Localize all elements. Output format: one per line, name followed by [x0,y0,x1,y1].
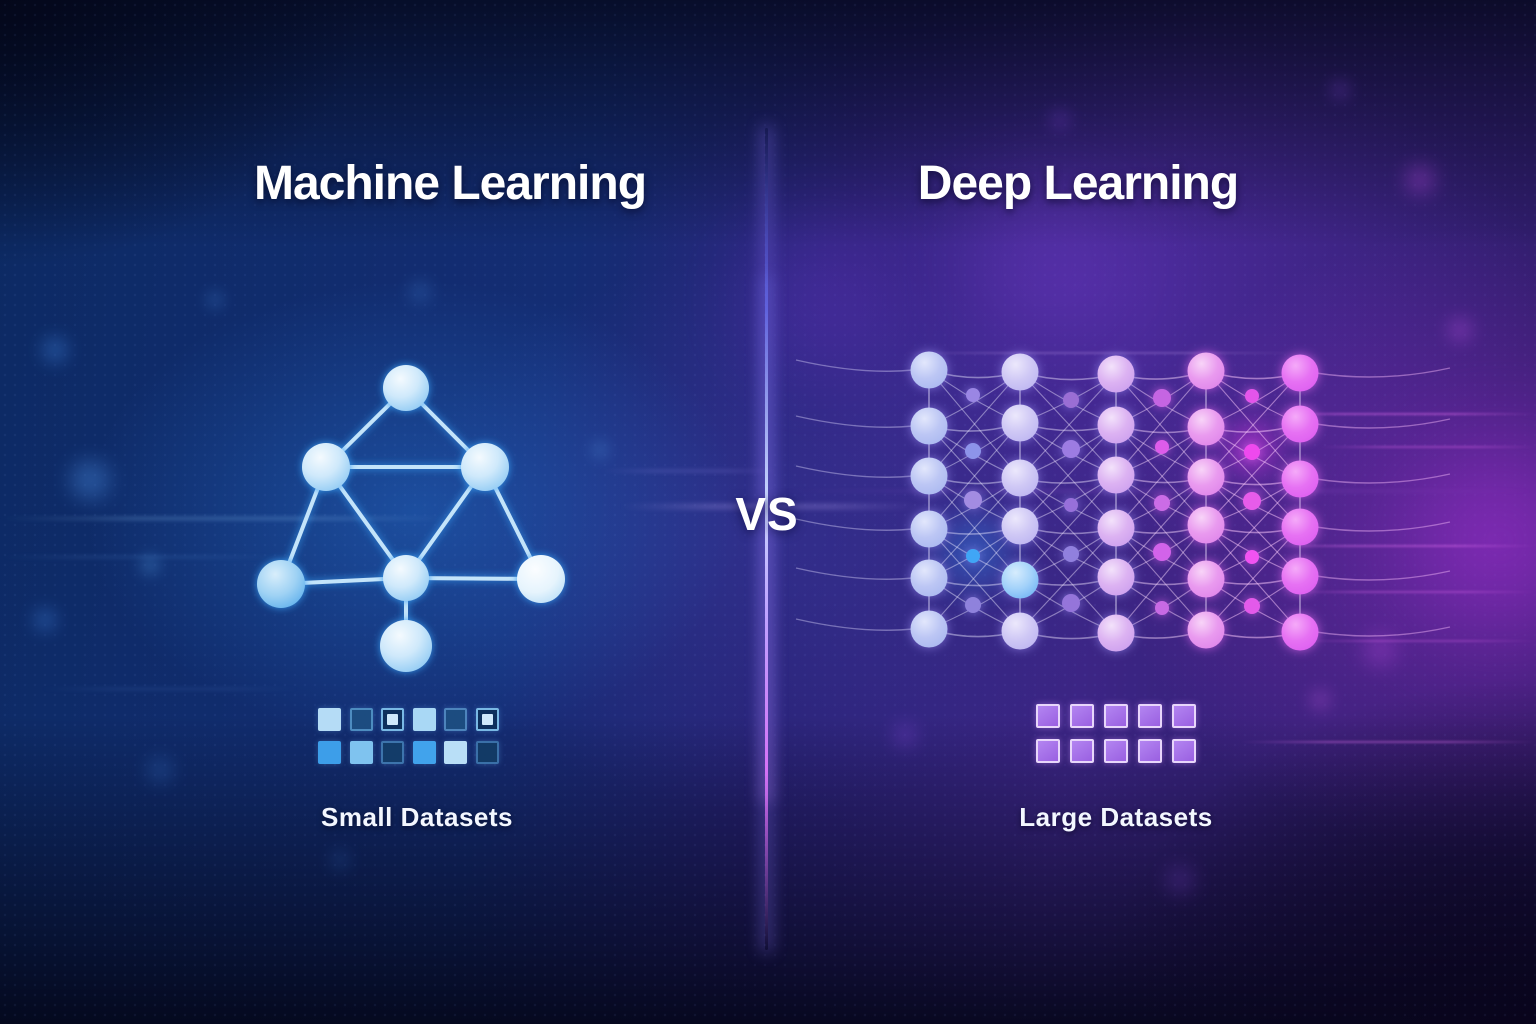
dl-neuron [910,351,948,389]
dataset-square [1104,704,1128,728]
vs-label: VS [735,488,799,540]
dataset-square [381,708,404,731]
dl-mesh-edges [795,359,1451,640]
dl-neurons [910,351,1319,652]
ml-graph-node [383,365,429,411]
dataset-square [1070,704,1094,728]
dl-neuron [1001,404,1039,442]
dl-small-neuron [1244,444,1260,460]
dl-neuron [1187,408,1225,446]
dl-neuron [1281,508,1319,546]
dataset-square [412,741,436,764]
dataset-square [1138,739,1162,763]
dl-neuron [1097,509,1135,547]
dl-small-neuron [965,597,981,613]
ml-graph-node [257,560,305,608]
dl-neuron [1187,506,1225,544]
dl-neuron [1097,406,1135,444]
dl-neuron [910,559,948,597]
dataset-square [1138,704,1162,728]
dataset-square [1036,704,1060,728]
dl-neuron [1187,560,1225,598]
dataset-square [1070,739,1094,763]
dl-neuron [1281,460,1319,498]
dataset-square [1036,739,1060,763]
dl-small-neuron [1155,601,1169,615]
dl-neuron [1001,612,1039,650]
dataset-square [318,741,341,764]
dl-neuron [1281,405,1319,443]
dl-small-neuron [1154,495,1170,511]
dl-neuron [1001,459,1039,497]
dataset-square [349,708,373,731]
dataset-square-inner [481,714,493,725]
dataset-square [349,741,373,764]
ml-graph-node [517,555,565,603]
ml-graph-edges [279,386,543,648]
dataset-square [1104,739,1128,763]
dataset-square [412,708,436,731]
dl-neuron [1097,614,1135,652]
dl-neuron [1001,353,1039,391]
dl-neuron [1281,354,1319,392]
dl-neuron [910,610,948,648]
dl-small-neuron [1063,392,1079,408]
dl-small-neuron [1155,440,1169,454]
dl-small-neuron [966,549,980,563]
dl-neuron [910,457,948,495]
ml-graph-nodes [257,365,565,672]
dl-small-neuron [1062,440,1080,458]
dl-small-neuron [1245,389,1259,403]
dl-small-neurons [964,388,1261,615]
dl-small-neuron [1245,550,1259,564]
dl-neuron [1001,507,1039,545]
small-datasets-caption: Small Datasets [321,802,513,832]
dl-neuron [910,407,948,445]
dl-neuron [910,510,948,548]
ml-graph-node [302,443,350,491]
dl-neuron [1097,355,1135,393]
dl-small-neuron [1153,543,1171,561]
dataset-square [444,741,467,764]
dl-small-neuron [964,491,982,509]
dl-neuron [1187,458,1225,496]
dataset-square-inner [387,714,398,725]
dl-small-neuron [966,388,980,402]
dl-neuron [1097,558,1135,596]
large-datasets-caption: Large Datasets [1019,802,1213,832]
dl-neuron [1187,611,1225,649]
dl-small-neuron [1153,389,1171,407]
dl-small-neuron [965,443,981,459]
divider-line [765,128,768,950]
dataset-square [318,708,341,731]
dl-neuron [1097,456,1135,494]
ml-graph-node [461,443,509,491]
dl-small-neuron [1244,598,1260,614]
dl-small-neuron [1064,498,1078,512]
dl-neuron [1281,613,1319,651]
ml-graph-node [383,555,429,601]
dataset-square [381,741,404,764]
dl-neuron [1187,352,1225,390]
dl-small-neuron [1243,492,1261,510]
deep-learning-title: Deep Learning [917,157,1239,210]
ml-graph-node [380,620,432,672]
dl-small-neuron [1062,594,1080,612]
dl-neuron [1281,557,1319,595]
dataset-square [1172,739,1196,763]
dataset-square [444,708,467,731]
dataset-square [1172,704,1196,728]
machine-learning-title: Machine Learning [253,157,647,210]
dataset-square [475,741,499,764]
dl-neuron [1001,561,1039,599]
dataset-square [475,708,499,731]
dl-small-neuron [1063,546,1079,562]
